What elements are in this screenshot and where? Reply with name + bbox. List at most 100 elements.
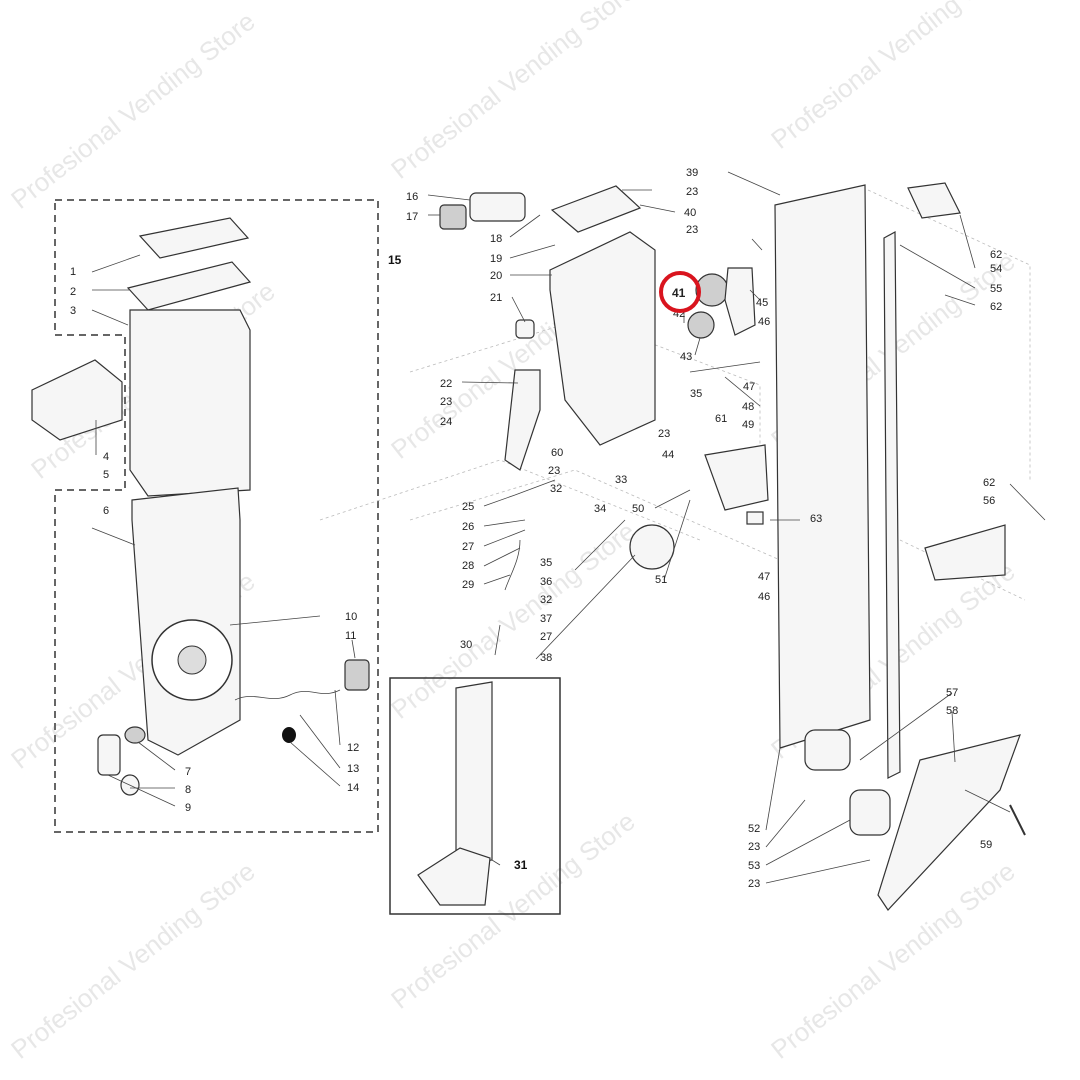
callout-label: 33 bbox=[615, 474, 627, 486]
callout-label: 35 bbox=[690, 388, 702, 400]
highlight-circle bbox=[659, 271, 701, 313]
callout-labels: 1 2 3 4 5 6 7 8 9 10 11 12 13 14 15 16 1… bbox=[70, 167, 1002, 890]
callout-label: 40 bbox=[684, 207, 696, 219]
callout-label: 32 bbox=[540, 594, 552, 606]
bushing bbox=[515, 319, 535, 339]
top-plate bbox=[550, 185, 642, 233]
chute-base bbox=[417, 847, 491, 906]
upper-canister bbox=[129, 309, 251, 497]
side-panel bbox=[774, 184, 871, 749]
gear-plate bbox=[724, 267, 756, 336]
callout-label: 59 bbox=[980, 839, 992, 851]
hose bbox=[504, 539, 521, 591]
leader-lines bbox=[91, 171, 1046, 884]
auger-spiral bbox=[234, 689, 341, 701]
canister-assembly bbox=[31, 217, 370, 796]
motor-gear bbox=[439, 204, 467, 230]
callout-label: 50 bbox=[632, 503, 644, 515]
o-ring bbox=[282, 727, 296, 743]
callout-label: 19 bbox=[490, 253, 502, 265]
callout-label: 18 bbox=[490, 233, 502, 245]
rail bbox=[883, 230, 901, 779]
chute bbox=[455, 681, 493, 866]
callout-label: 37 bbox=[540, 613, 552, 625]
callout-label: 5 bbox=[103, 469, 109, 481]
callout-label: 7 bbox=[185, 766, 191, 778]
callout-label: 36 bbox=[540, 576, 552, 588]
callout-label: 23 bbox=[686, 224, 698, 236]
callout-label: 46 bbox=[758, 316, 770, 328]
callout-label: 47 bbox=[758, 571, 770, 583]
callout-label: 23 bbox=[748, 841, 760, 853]
callout-label: 28 bbox=[462, 560, 474, 572]
callout-label: 43 bbox=[680, 351, 692, 363]
watermark: Profesional Vending Store bbox=[385, 516, 640, 725]
callout-label: 10 bbox=[345, 611, 357, 623]
cam-wheel bbox=[629, 524, 675, 570]
auger-nut bbox=[344, 659, 370, 691]
detail-31 bbox=[417, 681, 493, 906]
callout-label: 57 bbox=[946, 687, 958, 699]
assembly-15-boundary bbox=[54, 199, 379, 833]
callout-label: 23 bbox=[440, 396, 452, 408]
callout-label: 23 bbox=[548, 465, 560, 477]
lid-frame bbox=[126, 261, 252, 311]
callout-label: 24 bbox=[440, 416, 452, 428]
shaft bbox=[689, 361, 761, 373]
clip-54 bbox=[907, 182, 961, 219]
callout-label: 60 bbox=[551, 447, 563, 459]
plate-63 bbox=[746, 511, 764, 525]
callout-label: 23 bbox=[686, 186, 698, 198]
motor bbox=[469, 192, 526, 222]
callout-label: 61 bbox=[715, 413, 727, 425]
callout-label: 23 bbox=[658, 428, 670, 440]
watermark: Profesional Vending Store bbox=[385, 806, 640, 1015]
coupling bbox=[124, 726, 146, 744]
gear-hub bbox=[177, 645, 207, 675]
watermark: Profesional Vending Store bbox=[765, 0, 1020, 155]
callout-label: 55 bbox=[990, 283, 1002, 295]
callout-label: 38 bbox=[540, 652, 552, 664]
gear-43 bbox=[687, 311, 715, 339]
callout-label: 22 bbox=[440, 378, 452, 390]
canister-lid bbox=[138, 217, 250, 259]
callout-label: 49 bbox=[742, 419, 754, 431]
hose-lower bbox=[494, 624, 501, 656]
group-boxes bbox=[54, 199, 561, 915]
callout-label: 56 bbox=[983, 495, 995, 507]
watermark: Profesional Vending Store bbox=[385, 0, 640, 185]
bracket-49 bbox=[704, 444, 769, 511]
callout-label: 62 bbox=[990, 249, 1002, 261]
callout-label: 14 bbox=[347, 782, 359, 794]
front-cover-58 bbox=[877, 734, 1021, 911]
lever-arm bbox=[504, 369, 541, 471]
callout-label: 62 bbox=[990, 301, 1002, 313]
callout-label: 11 bbox=[345, 630, 356, 642]
callout-label: 51 bbox=[655, 574, 667, 586]
callout-label: 32 bbox=[550, 483, 562, 495]
callout-label: 25 bbox=[462, 501, 474, 513]
callout-label: 30 bbox=[460, 639, 472, 651]
callout-label: 17 bbox=[406, 211, 418, 223]
callout-label: 27 bbox=[540, 631, 552, 643]
callout-label: 48 bbox=[742, 401, 754, 413]
callout-label: 6 bbox=[103, 505, 109, 517]
callout-label: 16 bbox=[406, 191, 418, 203]
watermark: Profesional Vending Store bbox=[5, 6, 260, 215]
callout-label: 58 bbox=[946, 705, 958, 717]
callout-label: 35 bbox=[540, 557, 552, 569]
outlet-52 bbox=[804, 729, 851, 771]
watermark: Profesional Vending Store bbox=[5, 856, 260, 1065]
callout-label: 20 bbox=[490, 270, 502, 282]
callout-label: 52 bbox=[748, 823, 760, 835]
link-arm bbox=[574, 519, 626, 571]
callout-label: 4 bbox=[103, 451, 109, 463]
callout-label: 27 bbox=[462, 541, 474, 553]
callout-label: 34 bbox=[594, 503, 606, 515]
callout-label: 39 bbox=[686, 167, 698, 179]
spout bbox=[97, 734, 121, 776]
callout-label: 62 bbox=[983, 477, 995, 489]
guide-lines bbox=[319, 189, 1031, 601]
callout-label: 47 bbox=[743, 381, 755, 393]
callout-label-highlighted: 41 bbox=[672, 286, 686, 300]
